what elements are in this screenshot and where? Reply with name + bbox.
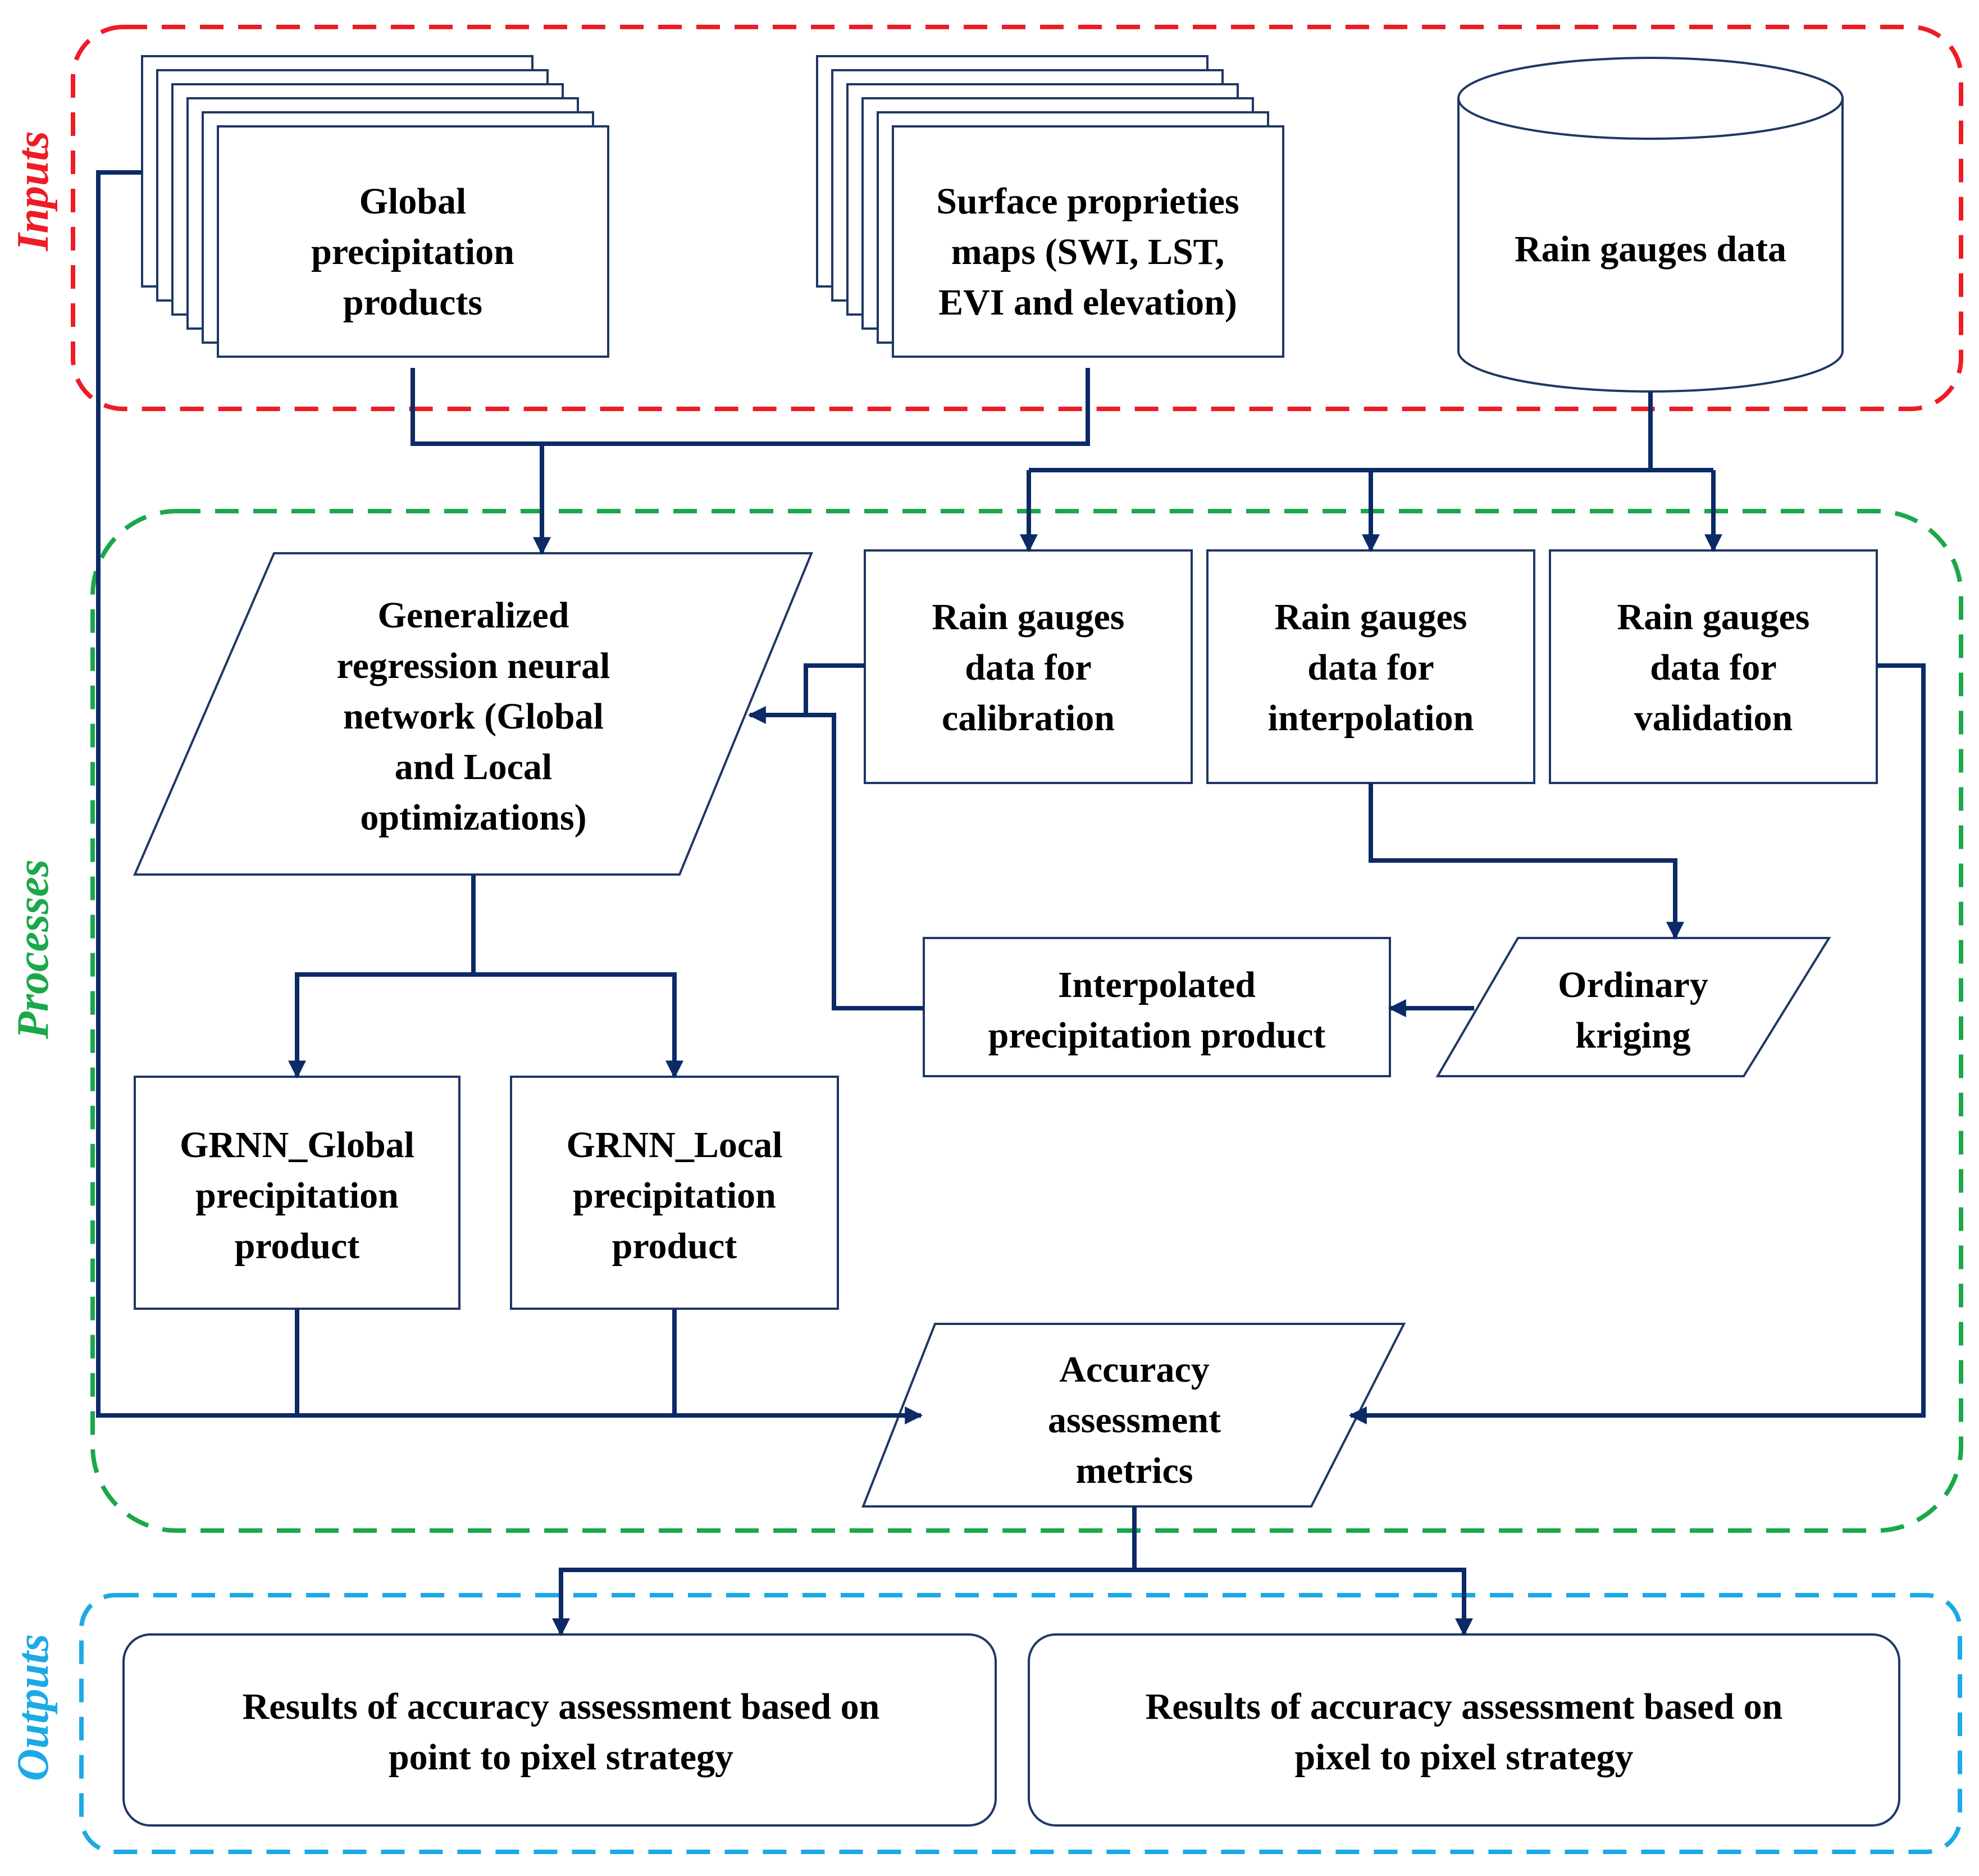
text-line: maps (SWI, LST,	[951, 231, 1225, 272]
processes-label: Processes	[8, 859, 58, 1040]
text-line: precipitation product	[988, 1015, 1326, 1056]
text-line: data for	[965, 647, 1091, 688]
grnn-global-box	[134, 1076, 460, 1310]
text-line: and Local	[395, 746, 553, 787]
text-line: Rain gauges	[932, 597, 1125, 638]
rain-gauges-database	[1457, 57, 1844, 393]
text-line: interpolation	[1268, 698, 1474, 739]
result-point-box	[122, 1633, 997, 1827]
accuracy-parallelogram	[861, 1323, 1406, 1508]
text-line: data for	[1307, 647, 1434, 688]
grnn-global-text: GRNN_Global precipitation product	[180, 1124, 414, 1267]
result-point-text: Results of accuracy assessment based on …	[243, 1686, 880, 1778]
result-pixel-text: Results of accuracy assessment based on …	[1146, 1686, 1783, 1778]
text-line: pixel to pixel strategy	[1294, 1737, 1633, 1778]
text-line: point to pixel strategy	[389, 1737, 733, 1778]
text-line: products	[343, 282, 482, 323]
text-line: Rain gauges data	[1515, 229, 1786, 270]
grnn-local-box	[510, 1076, 839, 1310]
kriging-parallelogram	[1435, 937, 1831, 1077]
text-line: kriging	[1575, 1015, 1690, 1056]
outputs-section-border	[79, 1593, 1962, 1854]
text-line: Results of accuracy assessment based on	[243, 1686, 880, 1727]
interpolated-text: Interpolated precipitation product	[988, 964, 1326, 1056]
text-line: network (Global	[343, 696, 604, 737]
text-line: precipitation	[311, 231, 514, 272]
rg-calibration-box	[864, 549, 1193, 784]
global-precip-text: Global precipitation products	[311, 181, 514, 323]
interpolated-box	[923, 937, 1391, 1077]
text-line: precipitation	[573, 1175, 776, 1216]
rg-calibration-text: Rain gauges data for calibration	[932, 597, 1125, 739]
text-line: GRNN_Global	[180, 1124, 414, 1165]
text-line: GRNN_Local	[567, 1124, 783, 1165]
rg-interpolation-text: Rain gauges data for interpolation	[1268, 597, 1474, 739]
kriging-text: Ordinary kriging	[1558, 964, 1708, 1056]
text-line: Rain gauges	[1617, 597, 1810, 638]
grnn-local-text: GRNN_Local precipitation product	[567, 1124, 783, 1267]
text-line: regression neural	[336, 645, 610, 686]
outputs-label: Outputs	[8, 1634, 58, 1781]
text-line: metrics	[1076, 1450, 1193, 1491]
text-line: Generalized	[378, 595, 569, 636]
text-line: precipitation	[195, 1175, 399, 1216]
inputs-section-border	[71, 25, 1963, 411]
result-pixel-box	[1028, 1633, 1900, 1827]
connectors	[96, 170, 1926, 1637]
rain-gauges-text: Rain gauges data	[1515, 229, 1786, 270]
text-line: Results of accuracy assessment based on	[1146, 1686, 1783, 1727]
surface-maps-stack	[816, 55, 1284, 358]
text-line: validation	[1634, 698, 1793, 739]
rg-interpolation-box	[1206, 549, 1535, 784]
inputs-label: Inputs	[8, 131, 58, 251]
text-line: Ordinary	[1558, 964, 1708, 1005]
surface-maps-text: Surface proprieties maps (SWI, LST, EVI …	[936, 181, 1239, 323]
grnn-text: Generalized regression neural network (G…	[336, 595, 610, 838]
text-line: data for	[1650, 647, 1776, 688]
text-line: product	[612, 1226, 737, 1267]
text-line: product	[235, 1226, 360, 1267]
text-line: Rain gauges	[1275, 597, 1467, 638]
text-line: Interpolated	[1058, 964, 1256, 1005]
text-line: assessment	[1048, 1400, 1221, 1441]
text-line: Accuracy	[1059, 1349, 1210, 1390]
text-line: EVI and elevation)	[938, 282, 1237, 323]
accuracy-text: Accuracy assessment metrics	[1048, 1349, 1221, 1491]
grnn-parallelogram	[133, 552, 813, 876]
global-precip-stack	[141, 55, 609, 358]
rg-validation-text: Rain gauges data for validation	[1617, 597, 1810, 739]
text-line: optimizations)	[360, 797, 586, 838]
text-line: Surface proprieties	[936, 181, 1239, 222]
text-line: calibration	[942, 698, 1115, 739]
text-line: Global	[359, 181, 467, 222]
rg-validation-box	[1549, 549, 1878, 784]
